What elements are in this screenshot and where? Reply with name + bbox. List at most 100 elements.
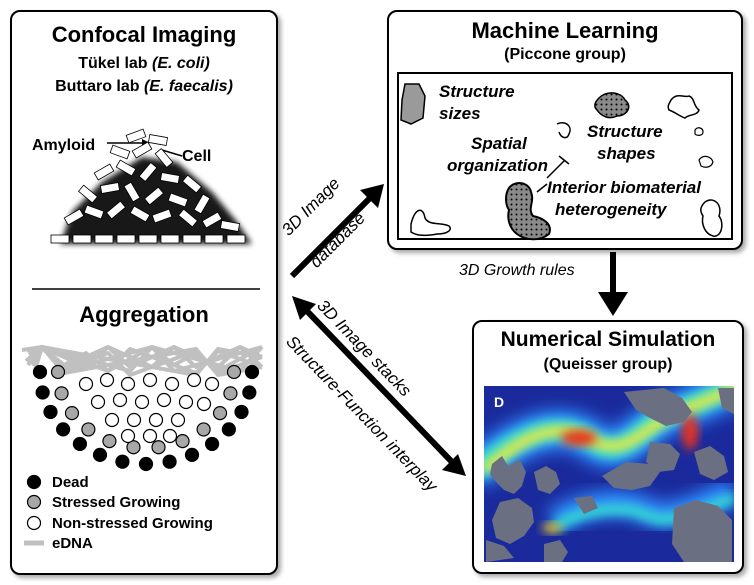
confocal-biofilm-illustration xyxy=(32,128,260,290)
biofilm-cell xyxy=(160,234,180,244)
aggregate-cell xyxy=(162,454,177,469)
biofilm-cell xyxy=(159,172,181,184)
biofilm-cell xyxy=(83,204,105,220)
aggregate-cell xyxy=(178,394,194,410)
aggregate-cell xyxy=(50,364,66,380)
biofilm-cell xyxy=(109,144,131,160)
aggregate-cell xyxy=(142,428,158,444)
legend-stressed-label: Stressed Growing xyxy=(52,494,181,511)
tukel-lab-name: Tükel lab xyxy=(78,55,152,72)
biofilm-cell xyxy=(219,220,241,232)
aggregate-cell xyxy=(242,385,257,400)
biofilm-cell xyxy=(72,234,92,244)
aggregate-cell xyxy=(223,386,238,401)
biofilm-cell xyxy=(143,186,165,206)
biofilm-cell xyxy=(115,159,137,177)
aggregate-cell xyxy=(72,436,88,452)
arrow-structure-function-head-right xyxy=(442,454,466,476)
biofilm-cell xyxy=(177,208,199,228)
buttaro-lab-name: Buttaro lab xyxy=(55,78,144,95)
biofilm-cell xyxy=(129,205,151,223)
dotted-shape-large xyxy=(505,182,551,241)
obstacles xyxy=(486,388,734,562)
feature-shapes-line2: shapes xyxy=(597,144,656,163)
biofilm-cell xyxy=(201,211,223,229)
size-blob xyxy=(400,83,426,125)
biofilm-cell xyxy=(193,193,211,215)
buttaro-lab-species: (E. faecalis) xyxy=(143,78,233,95)
aggregate-cell xyxy=(64,405,80,421)
edna-strand xyxy=(24,345,263,369)
aggregate-cell xyxy=(126,440,141,455)
biofilm-cell xyxy=(105,200,127,220)
aggregate-cell xyxy=(204,436,220,452)
outline-shape-right xyxy=(667,94,700,119)
ml-inner-frame xyxy=(397,72,733,240)
aggregate-cell xyxy=(151,440,166,455)
aggregate-cell xyxy=(90,394,106,410)
biofilm-cell xyxy=(93,163,115,181)
inhibit-bar xyxy=(558,155,570,165)
aggregate-cell xyxy=(184,447,200,462)
arrow-image-database xyxy=(289,193,375,279)
aggregate-cell xyxy=(156,392,172,408)
feature-sizes-line2: sizes xyxy=(439,104,481,123)
aggregate-cell xyxy=(126,412,142,428)
aggregate-cell xyxy=(138,456,154,472)
biofilm-cell xyxy=(77,184,99,204)
aggregate-cell xyxy=(120,376,136,392)
aggregate-cell xyxy=(175,434,190,449)
aggregate-cell xyxy=(164,376,180,392)
aggregate-cell xyxy=(104,412,120,428)
ml-subtitle: (Piccone group) xyxy=(504,46,626,63)
aggregate-cell xyxy=(142,372,158,388)
feature-sizes-line1: Structure xyxy=(439,82,515,101)
biofilm-cell xyxy=(154,147,174,169)
aggregate-cell xyxy=(170,412,186,428)
flow-band-yellow xyxy=(484,386,734,474)
aggregate-cell xyxy=(54,386,69,401)
biofilm-cell xyxy=(147,134,169,146)
biofilm-cell xyxy=(125,128,147,144)
biofilm-cell xyxy=(226,234,246,244)
inhibit-line xyxy=(546,159,566,179)
biofilm-cells xyxy=(50,128,246,244)
confocal-aggregation-panel: Confocal Imaging Tükel lab (E. coli) But… xyxy=(10,10,278,575)
feature-spatial-line1: Spatial xyxy=(471,134,527,153)
legend-dead-marker xyxy=(26,474,42,490)
aggregate-cells xyxy=(32,364,260,472)
aggregate-cell xyxy=(115,454,130,469)
aggregate-cell xyxy=(112,392,128,408)
aggregate-cell xyxy=(99,372,115,388)
aggregate-cell xyxy=(244,364,260,380)
aggregate-cell xyxy=(35,385,50,400)
aggregate-cell xyxy=(81,422,96,437)
biofilm-cell xyxy=(131,141,153,159)
spatial-hook xyxy=(556,122,571,139)
aggregate-cell xyxy=(196,422,211,437)
biofilm-cell xyxy=(63,208,85,226)
aggregate-cell xyxy=(162,428,178,444)
ml-title: Machine Learning xyxy=(471,18,659,43)
biofilm-cell xyxy=(204,234,224,244)
biofilm-cell xyxy=(50,234,70,244)
tukel-lab-species: (E. coli) xyxy=(152,55,210,72)
arrow-structure-function xyxy=(303,307,455,465)
hotspot-right xyxy=(682,414,698,450)
aggregate-cell xyxy=(32,364,48,380)
outline-shape-bottom-right xyxy=(700,199,723,237)
aggregate-cell xyxy=(234,404,249,420)
aggregate-cell xyxy=(134,394,150,410)
aggregate-cell xyxy=(43,404,58,420)
aggregate-cell xyxy=(102,434,117,449)
lab-line-buttaro: Buttaro lab (E. faecalis) xyxy=(12,78,276,96)
interior-connector xyxy=(536,183,548,193)
biofilm-cell xyxy=(99,182,121,194)
arrow-structure-function-head-left xyxy=(292,296,316,320)
aggregate-cell xyxy=(196,396,212,412)
hotspot-lower xyxy=(542,523,562,533)
outline-shape-left xyxy=(410,209,451,237)
legend-edna-label: eDNA xyxy=(52,535,93,552)
arrow-growth-rules-head xyxy=(598,292,628,316)
